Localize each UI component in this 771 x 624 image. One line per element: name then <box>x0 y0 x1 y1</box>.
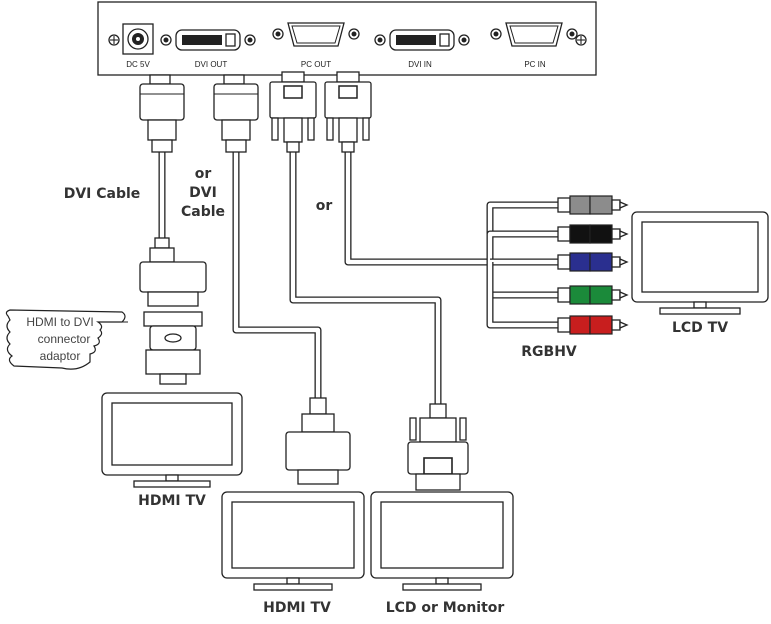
rca-connector-red <box>557 315 629 335</box>
callout-hand-icon <box>5 309 128 370</box>
dvi-out-label: DVI OUT <box>195 60 228 69</box>
vga-plug-icon <box>269 71 317 153</box>
cables <box>158 150 560 405</box>
hdmi-tv-left-icon <box>101 392 243 488</box>
dc-5v-label: DC 5V <box>126 60 150 69</box>
dvi-cable-alt-line2: Cable <box>181 204 225 220</box>
rca-connector-green <box>557 285 629 305</box>
rca-connector-gray <box>557 195 629 215</box>
pc-in-label: PC IN <box>524 60 546 69</box>
hdmi-tv-left-label: HDMI TV <box>138 493 206 509</box>
dvi-plug-icon <box>213 74 259 153</box>
screw-icon <box>575 34 587 46</box>
hdmi-adaptor-icon <box>143 311 203 385</box>
device-rear-panel: DC 5V DVI OUT PC OUT DVI IN PC IN <box>97 1 597 76</box>
dvi-cable-label: DVI Cable <box>64 186 141 202</box>
callout-line-3: adaptor <box>40 349 81 363</box>
callout-line-2: connector <box>38 332 91 346</box>
lcd-tv-icon <box>631 211 769 315</box>
screw-icon <box>108 34 120 46</box>
rca-connector-black <box>557 224 629 244</box>
pc-in-port-icon <box>490 22 578 47</box>
dvi-plug-icon <box>285 397 351 485</box>
dvi-cable-alt-line1: DVI <box>189 185 217 201</box>
pc-out-label: PC OUT <box>301 60 331 69</box>
dvi-plug-icon <box>139 237 207 307</box>
callout-line-1: HDMI to DVI <box>26 315 93 329</box>
dc-jack-icon <box>122 23 154 55</box>
dvi-in-port-icon <box>374 29 470 51</box>
or-top-label: or <box>195 166 212 182</box>
lcd-or-monitor-label: LCD or Monitor <box>386 600 505 616</box>
pc-out-port-icon <box>272 22 360 47</box>
hdmi-tv-bottom-label: HDMI TV <box>263 600 331 616</box>
dvi-out-port-icon <box>160 29 256 51</box>
vga-plug-icon <box>407 403 469 491</box>
dvi-plug-icon <box>139 74 185 153</box>
rgbhv-label: RGBHV <box>521 344 577 360</box>
lcd-tv-label: LCD TV <box>672 320 728 336</box>
hdmi-tv-bottom-icon <box>221 491 365 591</box>
dvi-in-label: DVI IN <box>408 60 432 69</box>
vga-plug-icon <box>324 71 372 153</box>
rca-connector-blue <box>557 252 629 272</box>
or-middle-label: or <box>316 198 333 214</box>
lcd-monitor-icon <box>370 491 514 591</box>
